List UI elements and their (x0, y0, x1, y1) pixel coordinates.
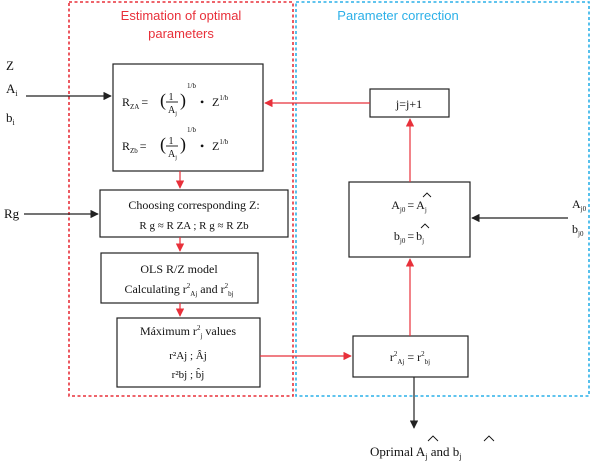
svg-text:1: 1 (169, 136, 174, 147)
svg-text:Z1/b: Z1/b (212, 94, 229, 109)
svg-text:Z1/b: Z1/b (212, 138, 229, 153)
left-panel-title-line1: Estimation of optimal (121, 8, 242, 23)
increment-box (369, 88, 450, 118)
svg-text:Aj: Aj (168, 105, 177, 117)
right-panel-frame (295, 1, 590, 397)
choosing-line2: R g ≈ R ZA ; R g ≈ R Zb (139, 220, 249, 232)
assign-line2: bj0=bj (394, 229, 424, 245)
assign-hat-b (420, 223, 430, 229)
assign-hat-a (422, 192, 432, 198)
svg-text:(: ( (160, 90, 166, 111)
output-label: Oprimal Aj and bj (370, 444, 462, 461)
left-panel-frame (68, 1, 294, 397)
formula-box (112, 63, 264, 172)
svg-text:RZA=: RZA= (122, 95, 148, 111)
svg-text:•: • (200, 139, 204, 153)
formula-line-zb: RZb= ( 1 Aj ) 1/b • Z1/b (122, 126, 229, 161)
input-b-label: bi (6, 110, 16, 127)
svg-text:): ) (180, 90, 186, 111)
increment-label: j=j+1 (395, 97, 422, 111)
output-hat-b (483, 435, 495, 442)
right-panel-title: Parameter correction (337, 8, 458, 23)
left-panel-title-line2: parameters (148, 26, 214, 41)
input-a-label: Ai (6, 81, 18, 98)
maximum-line3: r²bj ; b̂j (172, 367, 205, 381)
svg-text:(: ( (160, 134, 166, 155)
maximum-line2: r²Aj ; Âj (169, 350, 207, 362)
input-aj0-label: Aj0 (572, 197, 587, 213)
svg-text:Aj: Aj (168, 149, 177, 161)
output-hat-a (427, 435, 439, 442)
ols-line1: OLS R/Z model (140, 262, 218, 276)
maximum-line1: Máximum r2j values (140, 324, 236, 340)
svg-text:•: • (200, 95, 204, 109)
svg-text:1/b: 1/b (187, 82, 196, 90)
assign-box (348, 181, 471, 258)
choosing-line1: Choosing corresponding Z: (128, 198, 259, 212)
equality-box (352, 335, 469, 378)
svg-text:): ) (180, 134, 186, 155)
input-z-label: Z (6, 58, 14, 73)
equality-label: r2Aj=r2bj (390, 350, 430, 366)
ols-line2: Calculating r2Aj and r2bj (124, 282, 233, 298)
assign-line1: Aj0=Aj (391, 198, 427, 214)
svg-text:RZb=: RZb= (122, 139, 147, 155)
input-rg-label: Rg (4, 206, 20, 221)
input-bj0-label: bj0 (572, 222, 584, 238)
svg-text:1/b: 1/b (187, 126, 196, 134)
formula-line-za: RZA= ( 1 Aj ) 1/b • Z1/b (122, 82, 229, 117)
svg-text:1: 1 (169, 92, 174, 103)
choosing-box (99, 189, 289, 238)
maximum-box (116, 317, 261, 388)
